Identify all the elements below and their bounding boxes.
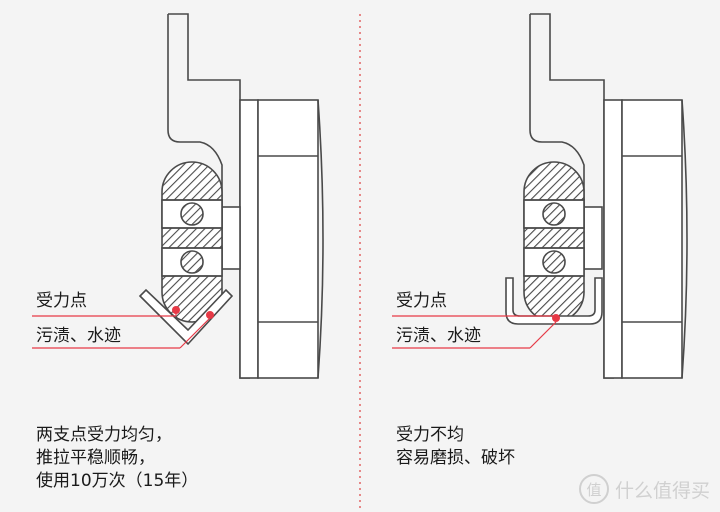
- right-caption-line-2: 容易磨损、破坏: [396, 448, 515, 468]
- left-caption-line-2: 推拉平稳顺畅，: [36, 448, 155, 468]
- left-plate: [239, 99, 259, 379]
- right-caption: 受力不均 容易磨损、破坏: [396, 424, 515, 470]
- left-callouts: [32, 306, 214, 349]
- left-force-point-2: [206, 311, 214, 319]
- left-v-guide: [138, 288, 234, 346]
- right-axle-bottom: [542, 250, 566, 274]
- watermark-logo-icon: 值: [578, 474, 609, 504]
- right-force-point: [552, 314, 560, 322]
- left-caption: 两支点受力均匀， 推拉平稳顺畅， 使用10万次（15年）: [36, 424, 198, 493]
- right-track: [621, 99, 683, 379]
- left-housing: [161, 161, 223, 323]
- right-plate: [603, 99, 623, 379]
- right-axle-top: [542, 202, 566, 226]
- left-axle-bottom: [180, 250, 204, 274]
- left-force-point-1: [172, 306, 180, 314]
- right-callouts: [392, 314, 560, 349]
- right-caption-line-1: 受力不均: [396, 425, 464, 445]
- right-housing: [523, 161, 585, 323]
- left-axle-top: [180, 202, 204, 226]
- right-force-point-label: 受力点: [396, 291, 447, 311]
- left-track: [257, 99, 319, 379]
- left-roller-assembly: [138, 13, 324, 379]
- watermark-text: 什么值得买: [614, 479, 710, 502]
- watermark: 值 什么值得买: [578, 474, 710, 504]
- left-connector: [221, 206, 241, 270]
- left-stain-label: 污渍、水迹: [36, 326, 121, 346]
- right-stain-label: 污渍、水迹: [396, 326, 481, 346]
- right-roller-assembly: [505, 13, 688, 379]
- left-force-point-label: 受力点: [36, 291, 87, 311]
- right-connector: [583, 206, 603, 270]
- left-caption-line-3: 使用10万次（15年）: [36, 471, 199, 491]
- right-u-guide: [505, 277, 603, 325]
- left-caption-line-1: 两支点受力均匀，: [36, 425, 172, 445]
